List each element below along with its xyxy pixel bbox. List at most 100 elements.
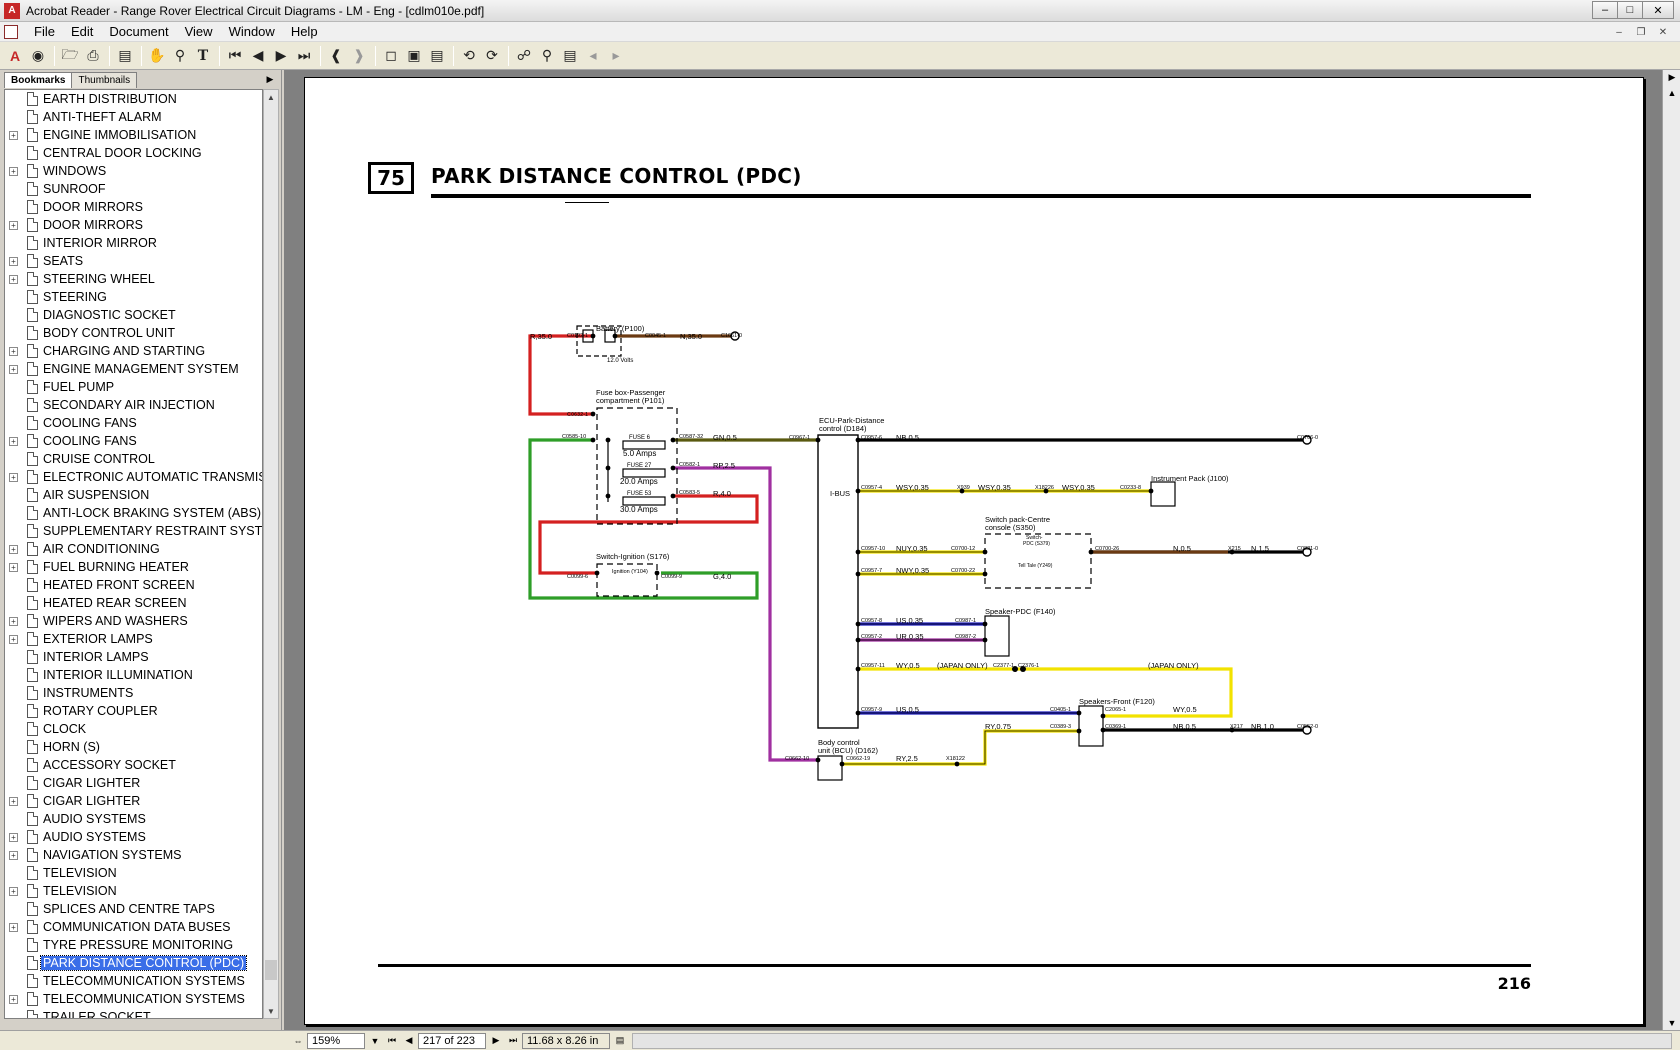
bookmark-item[interactable]: AIR SUSPENSION xyxy=(5,486,262,504)
menu-edit[interactable]: Edit xyxy=(70,24,94,39)
status-previous-page-icon[interactable]: ◀ xyxy=(405,1035,413,1045)
expand-icon[interactable]: + xyxy=(9,436,18,446)
bookmark-item[interactable]: CENTRAL DOOR LOCKING xyxy=(5,144,262,162)
bookmark-item[interactable]: INTERIOR MIRROR xyxy=(5,234,262,252)
bookmark-item[interactable]: +SEATS xyxy=(5,252,262,270)
bookmark-item[interactable]: HEATED REAR SCREEN xyxy=(5,594,262,612)
bookmark-item[interactable]: +ENGINE MANAGEMENT SYSTEM xyxy=(5,360,262,378)
bookmark-item[interactable]: BODY CONTROL UNIT xyxy=(5,324,262,342)
bookmark-item[interactable]: +COOLING FANS xyxy=(5,432,262,450)
expand-icon[interactable]: + xyxy=(9,796,18,806)
bookmark-item[interactable]: ANTI-THEFT ALARM xyxy=(5,108,262,126)
expand-icon[interactable]: + xyxy=(9,832,18,842)
menu-file[interactable]: File xyxy=(34,24,55,39)
tab-bookmarks[interactable]: Bookmarks xyxy=(4,72,73,88)
search-results-icon[interactable]: ▤ xyxy=(563,47,577,63)
bookmark-item[interactable]: +TELEVISION xyxy=(5,882,262,900)
bookmark-item[interactable]: ROTARY COUPLER xyxy=(5,702,262,720)
doc-scroll-up-arrow-icon[interactable]: ▲ xyxy=(1667,88,1677,98)
bookmark-item[interactable]: +STEERING WHEEL xyxy=(5,270,262,288)
bookmark-item[interactable]: AUDIO SYSTEMS xyxy=(5,810,262,828)
menu-help[interactable]: Help xyxy=(290,24,318,39)
print-icon[interactable]: ⎙ xyxy=(87,47,99,63)
expand-icon[interactable]: + xyxy=(9,274,18,284)
expand-icon[interactable]: + xyxy=(9,994,18,1004)
bookmark-item[interactable]: +AIR CONDITIONING xyxy=(5,540,262,558)
document-view[interactable]: 75 PARK DISTANCE CONTROL (PDC) xyxy=(284,70,1680,1030)
bookmark-scrollbar[interactable]: ▲ ▼ xyxy=(263,89,279,1019)
scroll-thumb[interactable] xyxy=(265,960,277,980)
document-menu-icon[interactable] xyxy=(4,24,18,39)
show-hide-navigation-icon[interactable]: ▤ xyxy=(118,47,132,63)
hand-tool-icon[interactable]: ✋ xyxy=(148,47,166,63)
bookmark-item[interactable]: COOLING FANS xyxy=(5,414,262,432)
expand-icon[interactable]: + xyxy=(9,886,18,896)
status-next-page-icon[interactable]: ▶ xyxy=(492,1035,500,1045)
expand-icon[interactable]: + xyxy=(9,256,18,266)
page-number-field[interactable]: 217 of 223 xyxy=(418,1032,486,1049)
bookmark-item[interactable]: +CHARGING AND STARTING xyxy=(5,342,262,360)
go-forward-icon[interactable]: ❱ xyxy=(353,47,365,63)
bookmark-item[interactable]: +WINDOWS xyxy=(5,162,262,180)
doc-minimize-button[interactable]: – xyxy=(1616,26,1622,38)
open-icon[interactable]: 🗁 xyxy=(61,45,79,62)
maximize-button[interactable]: □ xyxy=(1617,1,1643,19)
bookmark-item[interactable]: FUEL PUMP xyxy=(5,378,262,396)
bookmark-item[interactable]: DOOR MIRRORS xyxy=(5,198,262,216)
bookmark-item[interactable]: HORN (S) xyxy=(5,738,262,756)
last-page-icon[interactable]: ⏭ xyxy=(297,47,311,63)
bookmark-item[interactable]: +ELECTRONIC AUTOMATIC TRANSMISSI xyxy=(5,468,262,486)
doc-close-button[interactable]: ✕ xyxy=(1658,26,1668,38)
bookmark-item[interactable]: +CIGAR LIGHTER xyxy=(5,792,262,810)
web-capture-icon[interactable]: ◉ xyxy=(31,47,45,63)
split-icon[interactable]: ⇔ xyxy=(293,1035,303,1046)
bookmark-item[interactable]: +COMMUNICATION DATA BUSES xyxy=(5,918,262,936)
bookmark-item[interactable]: +ENGINE IMMOBILISATION xyxy=(5,126,262,144)
expand-icon[interactable]: + xyxy=(9,166,18,176)
bookmark-item[interactable]: DIAGNOSTIC SOCKET xyxy=(5,306,262,324)
bookmark-item[interactable]: TYRE PRESSURE MONITORING xyxy=(5,936,262,954)
bookmark-item[interactable]: +WIPERS AND WASHERS xyxy=(5,612,262,630)
horizontal-scrollbar[interactable] xyxy=(632,1033,1672,1049)
document-scrollbar[interactable]: ▶ ▲ ▼ xyxy=(1662,70,1680,1030)
expand-icon[interactable]: + xyxy=(9,562,18,572)
actual-size-icon[interactable]: ◻ xyxy=(385,47,397,63)
bookmark-item[interactable]: CLOCK xyxy=(5,720,262,738)
tab-thumbnails[interactable]: Thumbnails xyxy=(71,72,138,88)
close-button[interactable]: ✕ xyxy=(1642,1,1674,19)
bookmark-item[interactable]: PARK DISTANCE CONTROL (PDC) xyxy=(5,954,262,972)
first-page-icon[interactable]: ⏮ xyxy=(228,47,242,63)
bookmark-item[interactable]: INTERIOR LAMPS xyxy=(5,648,262,666)
bookmark-item[interactable]: HEATED FRONT SCREEN xyxy=(5,576,262,594)
find-icon[interactable]: ☍ xyxy=(516,47,532,63)
expand-icon[interactable]: + xyxy=(9,130,18,140)
expand-icon[interactable]: + xyxy=(9,850,18,860)
bookmark-item[interactable]: SECONDARY AIR INJECTION xyxy=(5,396,262,414)
expand-icon[interactable]: + xyxy=(9,220,18,230)
previous-page-icon[interactable]: ◀ xyxy=(252,47,264,63)
doc-scroll-up-icon[interactable]: ▶ xyxy=(1668,71,1676,82)
bookmark-item[interactable]: SUPPLEMENTARY RESTRAINT SYSTEM xyxy=(5,522,262,540)
bookmark-item[interactable]: +EXTERIOR LAMPS xyxy=(5,630,262,648)
expand-icon[interactable]: + xyxy=(9,634,18,644)
bookmark-item[interactable]: EARTH DISTRIBUTION xyxy=(5,90,262,108)
status-first-page-icon[interactable]: ⏮ xyxy=(387,1035,397,1045)
bookmark-item[interactable]: ANTI-LOCK BRAKING SYSTEM (ABS) xyxy=(5,504,262,522)
scroll-up-icon[interactable]: ▲ xyxy=(267,92,275,102)
zoom-dropdown-icon[interactable]: ▼ xyxy=(370,1035,380,1046)
fit-width-icon[interactable]: ▤ xyxy=(430,47,444,63)
bookmark-item[interactable]: +AUDIO SYSTEMS xyxy=(5,828,262,846)
status-last-page-icon[interactable]: ⏭ xyxy=(508,1035,518,1045)
rotate-ccw-icon[interactable]: ⟲ xyxy=(463,47,475,63)
previous-highlight-icon[interactable]: ◂ xyxy=(589,47,597,63)
bookmark-item[interactable]: CRUISE CONTROL xyxy=(5,450,262,468)
menu-window[interactable]: Window xyxy=(228,24,275,39)
bookmark-item[interactable]: TELEVISION xyxy=(5,864,262,882)
bookmark-item[interactable]: +FUEL BURNING HEATER xyxy=(5,558,262,576)
minimize-button[interactable]: – xyxy=(1592,1,1618,19)
rotate-cw-icon[interactable]: ⟳ xyxy=(486,47,498,63)
bookmark-item[interactable]: +DOOR MIRRORS xyxy=(5,216,262,234)
text-select-tool-icon[interactable]: T xyxy=(197,47,209,64)
bookmark-item[interactable]: INTERIOR ILLUMINATION xyxy=(5,666,262,684)
menu-document[interactable]: Document xyxy=(109,24,169,39)
